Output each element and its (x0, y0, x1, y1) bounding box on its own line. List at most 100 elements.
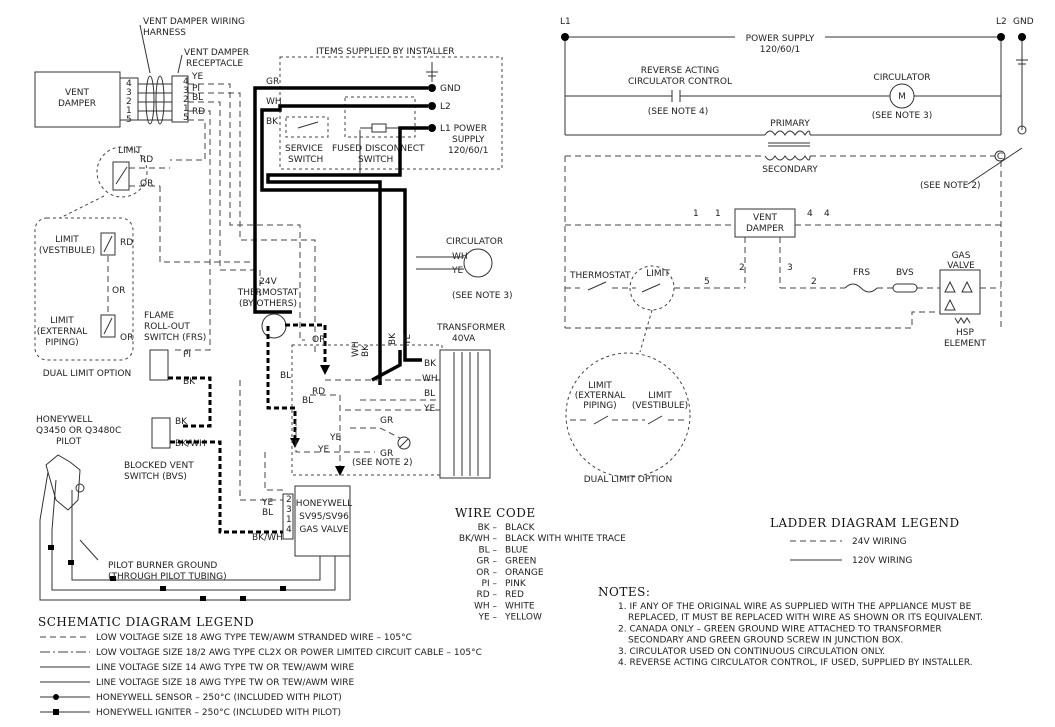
note-line: 4. REVERSE ACTING CIRCULATOR CONTROL, IF… (618, 658, 973, 668)
arrow-3 (335, 466, 345, 476)
svg-text:BK: BK (361, 344, 371, 357)
note-line: SECONDARY AND GREEN GROUND SCREW IN JUNC… (628, 636, 903, 646)
fused-disconnect-label-2: SWITCH (358, 155, 393, 165)
ladder-dual-option: DUAL LIMIT OPTION (584, 475, 672, 485)
igniter-wire (71, 530, 321, 581)
ladder-note-2: (SEE NOTE 2) (920, 181, 981, 191)
frs-switch (149, 349, 169, 381)
control-gr-1: GR (380, 416, 393, 426)
installer-bk: BK (266, 117, 279, 127)
wire-code-abbr: OR – (476, 568, 497, 578)
limit-wire-or: OR (140, 179, 153, 189)
svg-text:1: 1 (693, 209, 699, 219)
svg-text:1: 1 (126, 106, 132, 116)
schematic-legend-item: LINE VOLTAGE SIZE 14 AWG TYPE TW OR TEW/… (96, 663, 354, 673)
wire-code-name: GREEN (505, 557, 536, 567)
ladder-limit-leader (639, 309, 653, 353)
gas-valve-label-3: GAS VALVE (299, 525, 349, 535)
harness-label-1: VENT DAMPER WIRING (143, 17, 245, 27)
pilot-ground-label-2: (THROUGH PILOT TUBING) (108, 572, 227, 582)
svg-text:4: 4 (824, 209, 830, 219)
l1-label: L1 POWER (440, 124, 487, 134)
service-switch-label-1: SERVICE (285, 144, 323, 154)
frs-bk: BK (183, 377, 196, 387)
circulator-note: (SEE NOTE 3) (452, 291, 513, 301)
bvs-bkwh: BK/WH (175, 439, 206, 449)
legend-24v: 24V WIRING (852, 537, 907, 547)
ladder-frs-symbol (844, 283, 878, 293)
l1-terminal (428, 124, 436, 132)
ladder-gnd-terminal (1018, 33, 1026, 41)
svg-text:YE: YE (403, 334, 413, 346)
note-line: 2. CANADA ONLY – GREEN GROUND WIRE ATTAC… (618, 624, 942, 634)
valve-warning-2 (961, 280, 973, 293)
ladder-c-label: C (997, 152, 1003, 162)
ladder-diagram: L1 L2 GND POWER SUPPLY 120/60/1 M REVERS… (560, 17, 1034, 485)
schematic-legend-item: LINE VOLTAGE SIZE 18 AWG TYPE TW OR TEW/… (96, 678, 354, 688)
pilot-ground-label-1: PILOT BURNER GROUND (108, 561, 217, 571)
receptacle-label-1: VENT DAMPER (184, 48, 249, 58)
ground-screw-slot (399, 438, 409, 448)
legend-120v: 120V WIRING (852, 556, 912, 566)
gnd-heavy-wire (253, 86, 428, 314)
ladder-circulator-label: CIRCULATOR (873, 73, 930, 83)
dual-limit-external-2: (EXTERNAL (37, 327, 88, 337)
gas-valve-label-2: SV95/SV96 (299, 512, 349, 522)
dual-limit-vestibule-1: LIMIT (55, 235, 79, 245)
valve-bkwh: BK/WH (252, 533, 283, 543)
svg-text:4: 4 (286, 525, 292, 535)
bvs-to-valve-wire (170, 440, 285, 534)
transformer-body (439, 349, 491, 479)
limit-switch-blade (115, 166, 128, 185)
gnd-screw (1017, 125, 1027, 135)
vent-damper-receptacle (171, 75, 189, 123)
transformer-windings (453, 352, 479, 476)
gas-valve-label-1: HONEYWELL (296, 499, 352, 509)
limit-blade (641, 283, 661, 293)
power-supply-label-bg (735, 31, 825, 55)
wire-code-abbr: YE – (477, 613, 497, 623)
control-note-2: (SEE NOTE 2) (352, 458, 413, 468)
common-return (565, 311, 940, 329)
svg-text:5: 5 (704, 277, 710, 287)
pilot-label-2: Q3450 OR Q3480C (36, 426, 121, 436)
svg-text:YE: YE (191, 72, 203, 82)
valve-ye: YE (261, 498, 273, 508)
valve-warning-3 (944, 298, 956, 311)
wire-code-abbr: PI – (482, 579, 498, 589)
ladder-limit-label: LIMIT (646, 269, 670, 279)
svg-text:1: 1 (183, 104, 189, 114)
svg-text:2: 2 (126, 97, 132, 107)
ladder-bvs: BVS (896, 268, 914, 278)
dual-limit-option-label: DUAL LIMIT OPTION (43, 369, 131, 379)
wire-code-name: ORANGE (505, 568, 544, 578)
wire-code-abbr: GR – (476, 557, 497, 567)
blocked-vent-switch (151, 417, 171, 449)
hsp-label-2: ELEMENT (944, 339, 987, 349)
l1-heavy-wire (266, 126, 428, 385)
thermostat-symbol (261, 313, 287, 339)
wire-code-name: BLACK WITH WHITE TRACE (505, 534, 626, 544)
svg-text:2: 2 (286, 495, 292, 505)
ladder-vent-damper-2: DAMPER (746, 224, 784, 234)
transformer-label-2: 40VA (452, 334, 476, 344)
ladder-thermostat: THERMOSTAT (569, 271, 631, 281)
circulator-symbol (463, 248, 493, 278)
wire-code-abbr: BK – (478, 523, 498, 533)
thermostat-label-2: THERMOSTAT (237, 288, 299, 298)
ladder-gnd: GND (1013, 17, 1034, 27)
thermostat-blade (587, 281, 607, 291)
thermostat-wire-1 (266, 326, 297, 445)
secondary-label: SECONDARY (762, 165, 818, 175)
svg-text:BL: BL (192, 93, 203, 103)
schematic-legend-item: HONEYWELL SENSOR – 250°C (INCLUDED WITH … (96, 693, 342, 703)
vent-damper-box (34, 71, 121, 128)
ladder-dual-limit-circle (565, 352, 691, 478)
transformer-ye: YE (423, 404, 435, 414)
vent-damper-plug (119, 77, 139, 121)
dual-blade-2 (647, 415, 663, 425)
svg-text:2: 2 (811, 277, 817, 287)
pilot-tubing (39, 520, 351, 601)
